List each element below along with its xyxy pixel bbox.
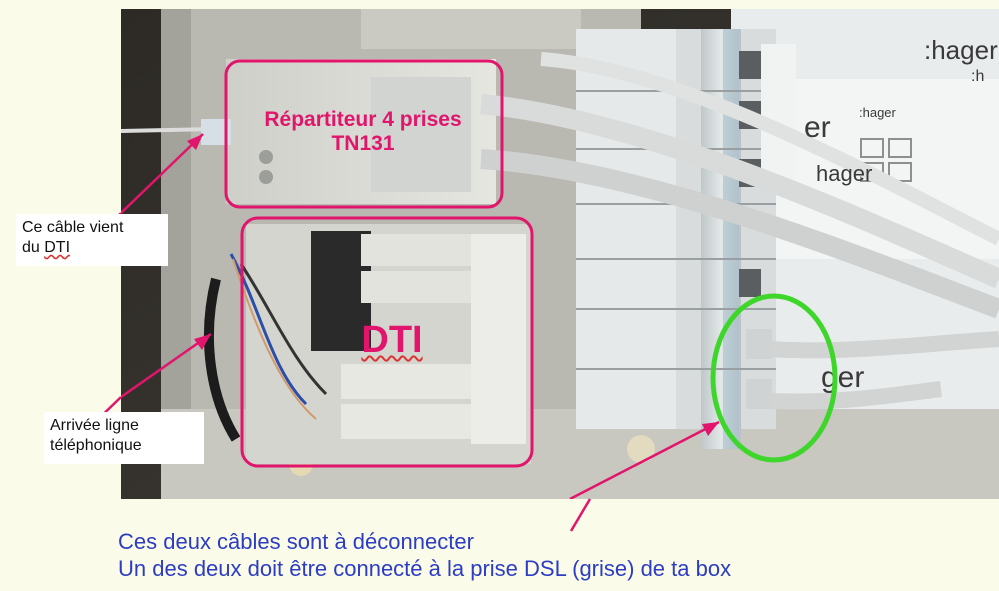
arrow-cables	[569, 420, 720, 499]
dti-label-text: DTI	[361, 319, 423, 361]
arrow-phone-line	[121, 332, 212, 399]
dti-label: DTI	[352, 318, 432, 362]
repartiteur-title: Répartiteur 4 prises TN131	[232, 108, 494, 156]
hager-logo-er: er	[804, 111, 831, 144]
dti-cable-callout: Ce câble vient du DTI	[16, 214, 168, 266]
arrow-cables-head	[702, 422, 719, 436]
phone-line-callout-line1: Arrivée ligne	[50, 417, 139, 434]
dti-cable-callout-line2: du DTI	[22, 238, 162, 258]
repartiteur-title-line2: TN131	[331, 132, 395, 155]
caption-line2: Un des deux doit être connecté à la pris…	[118, 556, 732, 581]
hager-logo-h: :h	[971, 68, 984, 85]
arrow-dti-cable-head	[187, 134, 203, 150]
dti-cable-callout-word: DTI	[44, 239, 71, 256]
phone-line-callout: Arrivée ligne téléphonique	[44, 412, 204, 464]
dti-cable-callout-line1: Ce câble vient	[22, 219, 124, 236]
hager-logo-mid: hager	[816, 161, 872, 186]
hager-logo-top: :hager	[924, 35, 998, 65]
hager-logo-ger: ger	[821, 361, 864, 394]
repartiteur-title-line1: Répartiteur 4 prises	[264, 108, 462, 131]
arrow-dti-cable	[121, 133, 204, 214]
panel-photo: :hager :h :hager hager er ger	[121, 9, 999, 499]
cables-highlight-ellipse	[710, 293, 838, 463]
dti-cable-callout-prefix: du	[22, 239, 45, 256]
caption-line1: Ces deux câbles sont à déconnecter	[118, 529, 474, 554]
caption: Ces deux câbles sont à déconnecter Un de…	[118, 528, 731, 582]
hager-logo-small: :hager	[859, 105, 897, 120]
phone-line-callout-line2: téléphonique	[50, 437, 142, 454]
repartiteur-highlight-box	[224, 59, 504, 209]
arrow-cables-tail-2	[569, 498, 592, 532]
arrow-phone-line-head	[194, 334, 211, 350]
dti-highlight-box	[240, 216, 534, 468]
